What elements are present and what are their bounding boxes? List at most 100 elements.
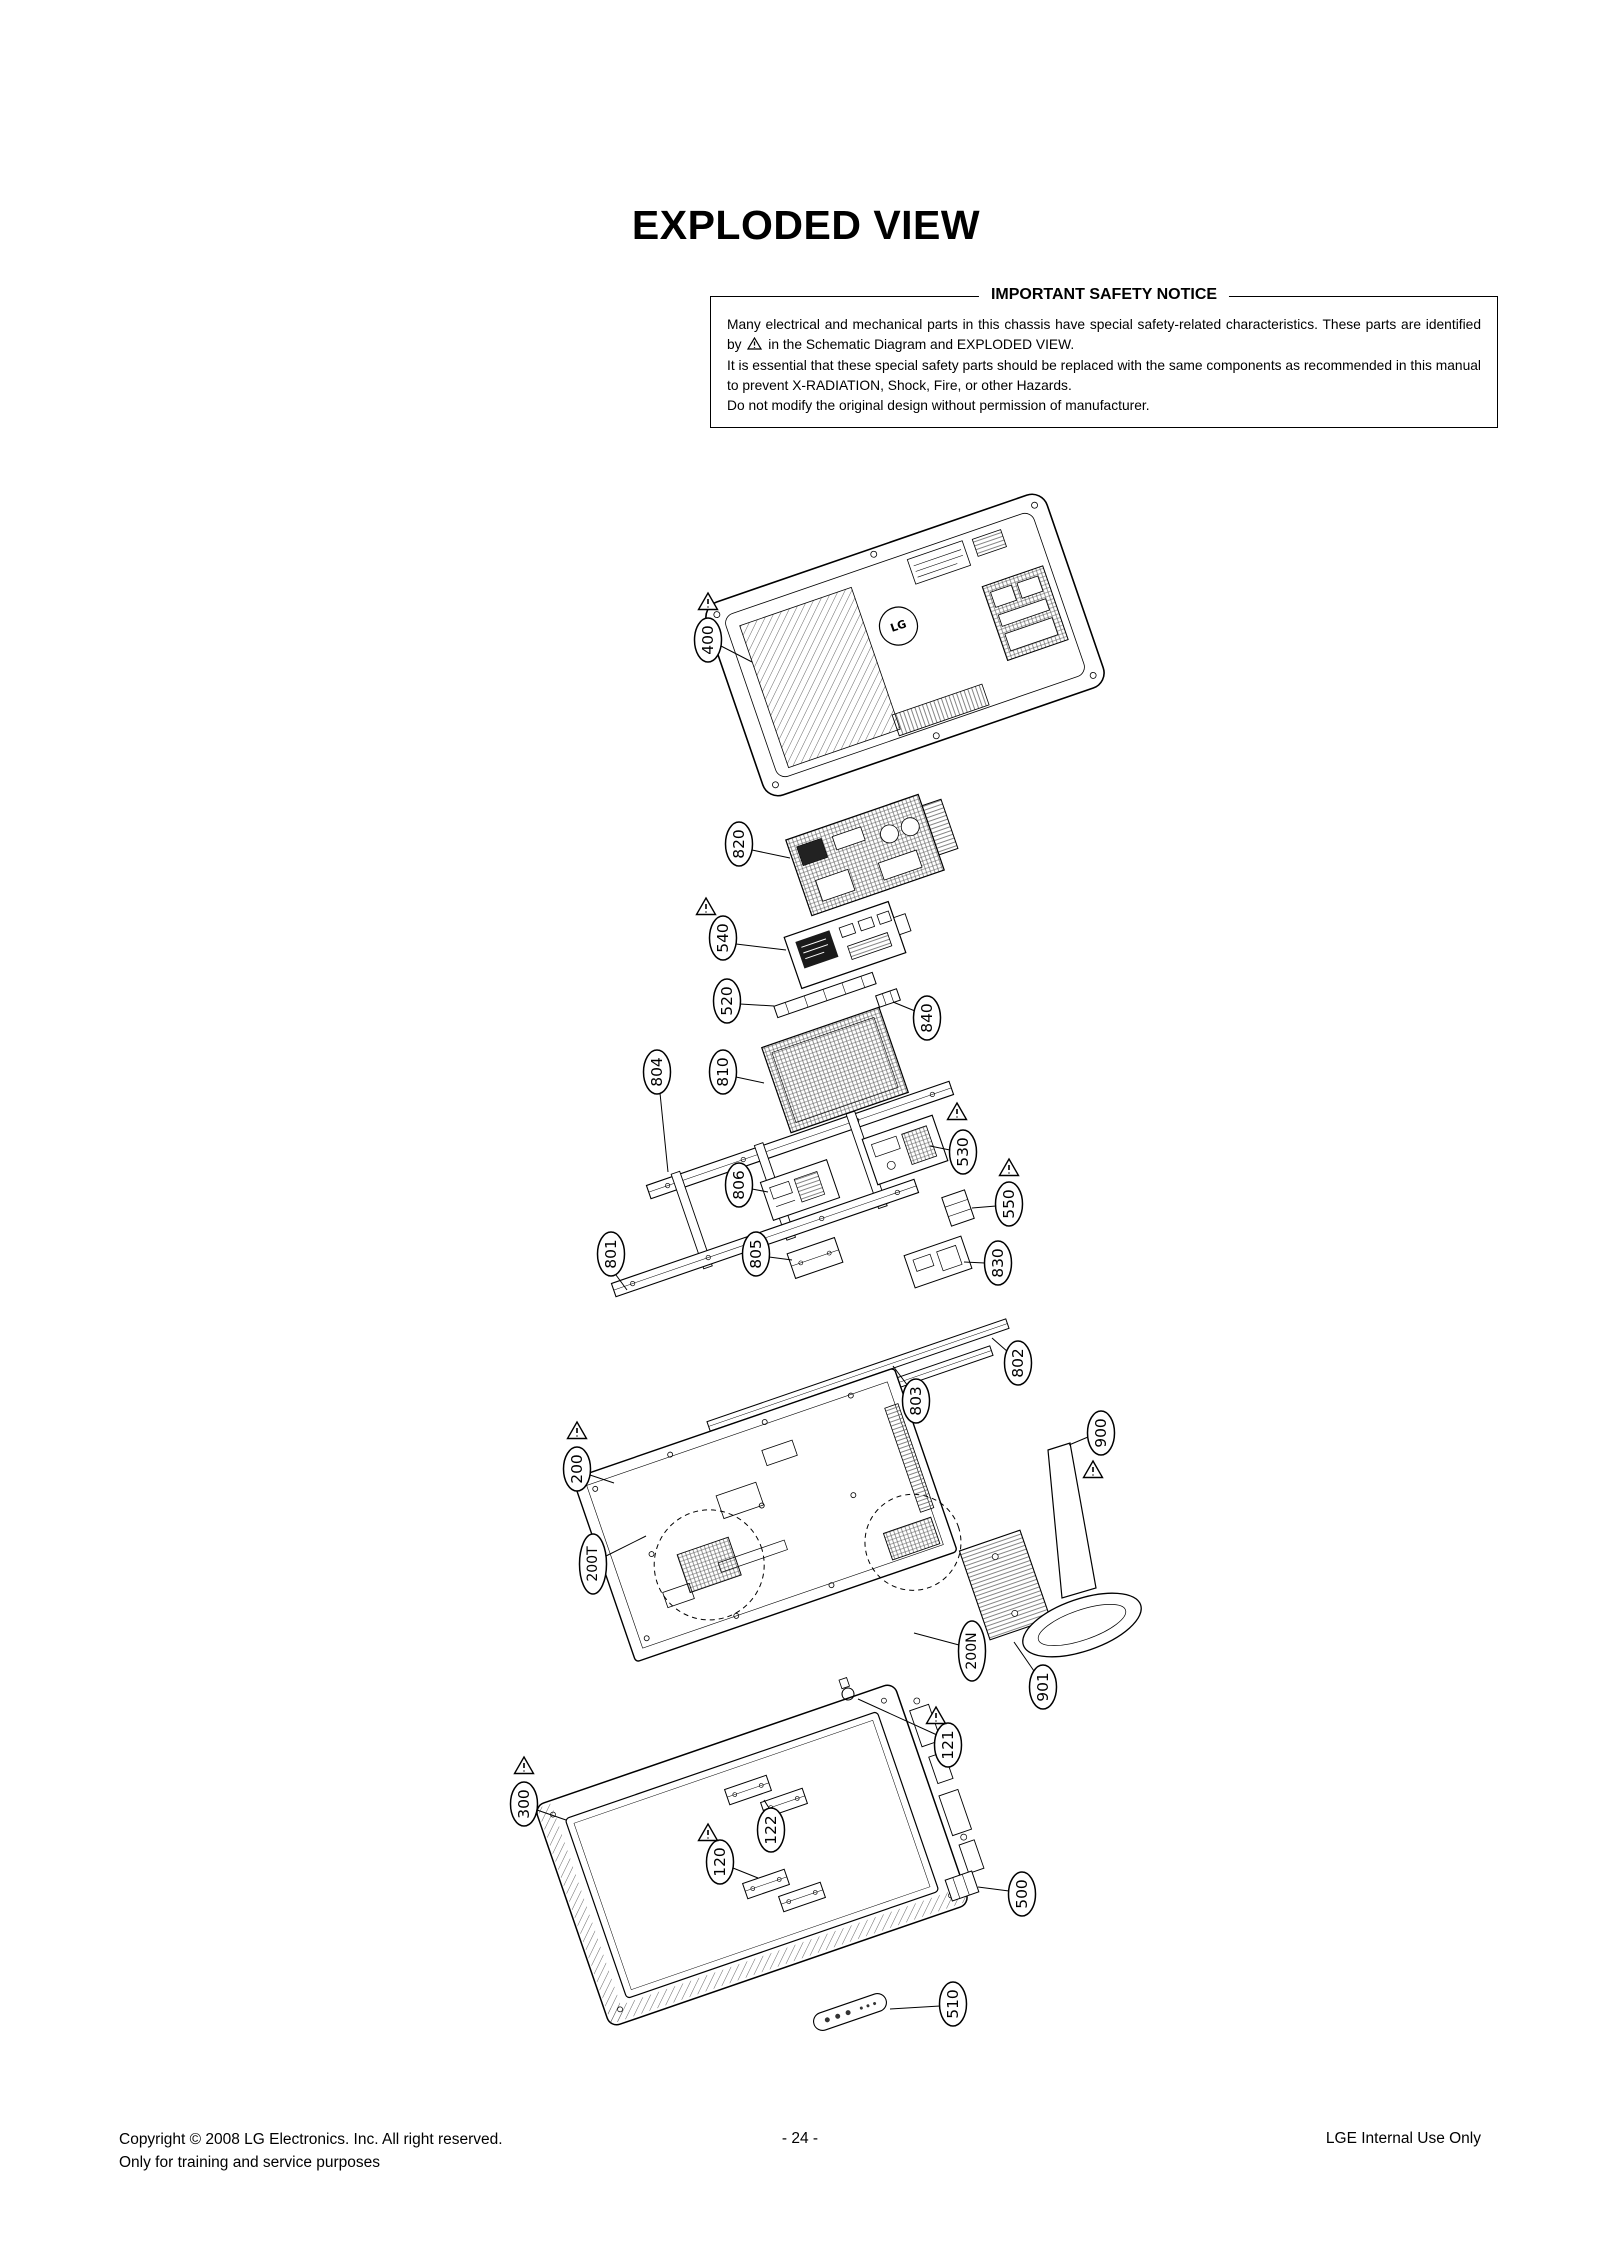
notice-text: in the Schematic Diagram and EXPLODED VI… [768, 337, 1075, 353]
callout-label: 122 [762, 1815, 780, 1845]
callout-label: 121 [939, 1730, 957, 1760]
callout-label: 803 [907, 1386, 925, 1416]
callout-leader-line [977, 1886, 1010, 1892]
sub-board-540 [783, 900, 912, 990]
side-parts-row [909, 1697, 985, 1874]
callout-leader-line [589, 1474, 615, 1484]
callout-bubble [994, 1181, 1024, 1227]
callout-500: 500 [977, 1871, 1037, 1917]
callout-leader-line [720, 645, 753, 663]
callout-bubble [933, 1722, 963, 1768]
callout-bubble [708, 1049, 738, 1095]
callout-121: 121 [857, 1698, 963, 1768]
main-chassis-200 [573, 1368, 962, 1662]
callout-label: 510 [944, 1989, 962, 2019]
lg-logo: LG [889, 617, 908, 635]
callout-bubble [938, 1981, 968, 2027]
callout-label: 200 [568, 1454, 586, 1484]
speaker-bracket-120a [741, 1868, 791, 1900]
board-530 [861, 1114, 949, 1186]
stand-base-900 [1022, 1592, 1142, 1658]
safety-notice-box: IMPORTANT SAFETY NOTICE Many electrical … [710, 286, 1498, 429]
front-bezel-300 [536, 1684, 968, 2026]
callout-bubble [705, 1839, 735, 1885]
power-supply-board-820 [785, 793, 959, 917]
callout-bubble [1007, 1871, 1037, 1917]
region-200T [653, 1509, 765, 1621]
callout-label: 520 [718, 986, 736, 1016]
callout-label: 530 [954, 1137, 972, 1167]
callout-leader-line [768, 1256, 793, 1261]
speaker-bracket-122a [723, 1774, 773, 1806]
callout-bubble [983, 1240, 1013, 1286]
callout-label: 300 [515, 1789, 533, 1819]
frame-bar-804 [645, 1080, 955, 1200]
callout-leader-line [1013, 1641, 1035, 1672]
stand-assembly [958, 1442, 1142, 1658]
callout-bubble [712, 978, 742, 1024]
callout-leader-line [929, 1145, 951, 1151]
notice-text: Many electrical and mechanical parts in … [727, 317, 1481, 353]
callout-bubble [1028, 1664, 1058, 1710]
safety-notice-paragraph-1: Many electrical and mechanical parts in … [727, 315, 1481, 356]
callout-leader-line [892, 1001, 916, 1012]
footer-copyright: Copyright © 2008 LG Electronics. Inc. Al… [119, 2128, 503, 2175]
callout-leader-line [892, 1365, 909, 1387]
callout-label: 802 [1009, 1348, 1027, 1378]
callout-leader-line [615, 1274, 628, 1291]
callout-200: 200 [562, 1420, 615, 1492]
callout-bubble [708, 915, 738, 961]
callout-bubble [724, 1162, 754, 1208]
tv-back-cover: LG [705, 493, 1105, 797]
callout-leader-line [889, 2005, 941, 2010]
callout-bubble [578, 1533, 608, 1595]
callout-label: 804 [648, 1057, 666, 1087]
callout-label: 810 [714, 1057, 732, 1087]
callout-bubble [912, 995, 942, 1041]
callout-label: 540 [714, 923, 732, 953]
callout-label: 820 [730, 829, 748, 859]
part-500 [944, 1870, 980, 1902]
callout-label: 200N [964, 1632, 980, 1669]
stand-bracket-901 [958, 1529, 1052, 1641]
callout-bubble [948, 1129, 978, 1175]
callout-leader-line [751, 1188, 769, 1193]
footer-copyright-line2: Only for training and service purposes [119, 2154, 381, 2172]
region-200N [864, 1493, 962, 1591]
board-806 [759, 1159, 841, 1221]
footer-page-number: - 24 - [781, 2130, 819, 2147]
callout-806: 806 [724, 1162, 769, 1208]
callout-label: 500 [1013, 1879, 1031, 1909]
part-550 [941, 1189, 975, 1227]
bracket-bar-520 [773, 971, 877, 1019]
callout-bubble [724, 821, 754, 867]
callout-leader-line [991, 1337, 1009, 1353]
callout-leader-line [732, 1867, 759, 1879]
callout-leader-line [751, 849, 791, 859]
callout-leader-line [739, 1003, 775, 1007]
callout-label: 400 [699, 625, 717, 655]
callout-label: 806 [730, 1170, 748, 1200]
callout-801: 801 [596, 1231, 628, 1291]
callout-bubble [901, 1378, 931, 1424]
callout-leader-line [735, 943, 787, 951]
callout-530: 530 [929, 1101, 978, 1175]
callout-label: 901 [1034, 1672, 1052, 1702]
callout-leader-line [857, 1698, 938, 1736]
callout-leader-line [605, 1535, 647, 1557]
callout-label: 900 [1092, 1418, 1110, 1448]
callout-901: 901 [1013, 1641, 1058, 1710]
callout-leader-line [963, 1261, 986, 1264]
board-830 [903, 1235, 973, 1289]
speaker-bracket-120b [777, 1881, 827, 1913]
callout-520: 520 [712, 978, 775, 1024]
callout-200N: 200N [913, 1620, 987, 1682]
callout-bubble [509, 1781, 539, 1827]
control-strip-510 [813, 1993, 887, 2031]
frame-bar-802 [706, 1318, 1010, 1432]
callout-200T: 200T [578, 1533, 647, 1595]
callout-300: 300 [509, 1755, 567, 1827]
page-title: EXPLODED VIEW [631, 202, 981, 248]
